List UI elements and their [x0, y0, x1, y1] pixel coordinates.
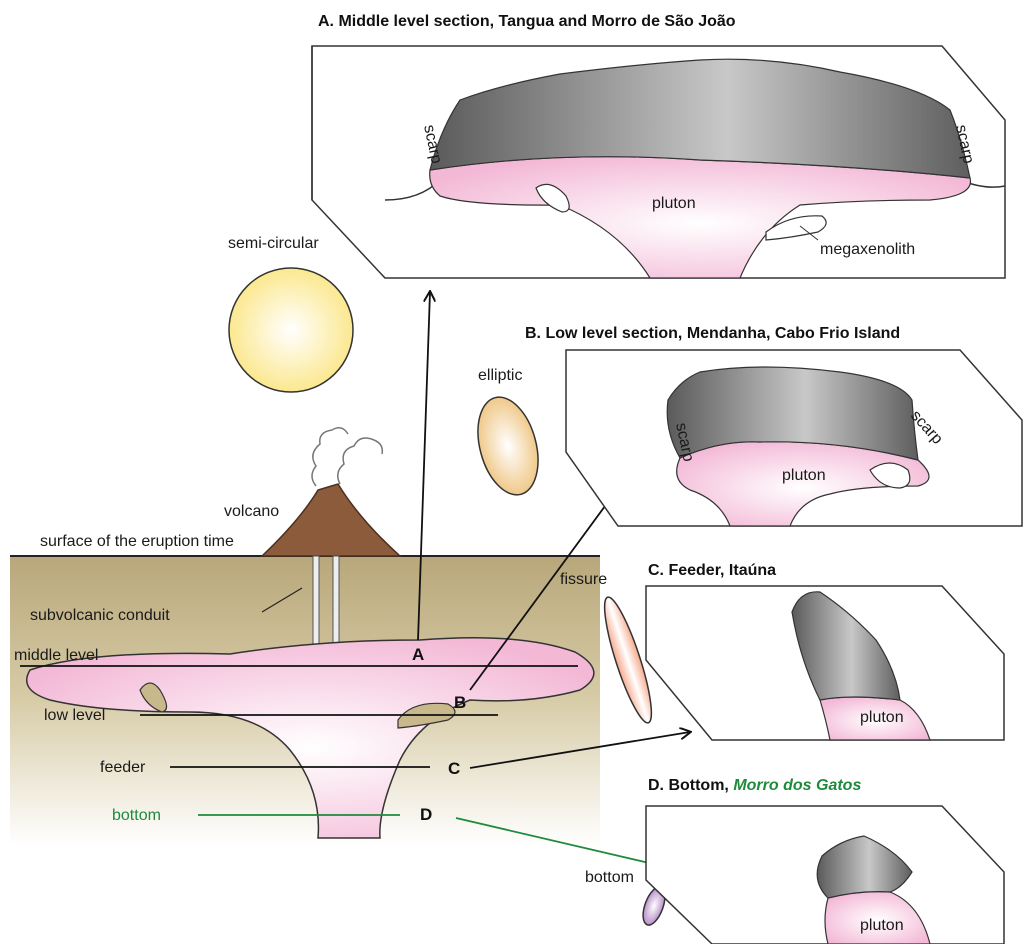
block-d: D. Bottom, Morro dos Gatos pluton: [646, 777, 1004, 944]
block-b-pluton-label: pluton: [782, 467, 826, 484]
subvolcanic-conduit-2: [333, 556, 339, 652]
volcano-cone: [262, 484, 400, 556]
semicircular-label: semi-circular: [228, 235, 319, 252]
block-c: C. Feeder, Itaúna pluton: [646, 562, 1004, 740]
letter-b: B: [454, 693, 466, 712]
block-c-title: C. Feeder, Itaúna: [648, 562, 776, 579]
feeder-label: feeder: [100, 759, 146, 776]
block-b-title: B. Low level section, Mendanha, Cabo Fri…: [525, 325, 900, 342]
block-d-title: D. Bottom, Morro dos Gatos: [648, 777, 861, 794]
block-a-pluton-label: pluton: [652, 195, 696, 212]
bottom-shape-label: bottom: [585, 869, 634, 886]
elliptic-shape: [468, 390, 548, 501]
subvolcanic-conduit: [313, 556, 319, 652]
middle-level-label: middle level: [14, 647, 98, 664]
block-a: A. Middle level section, Tangua and Morr…: [312, 13, 1005, 278]
block-d-pluton-label: pluton: [860, 917, 904, 934]
conduit-label: subvolcanic conduit: [30, 607, 170, 624]
letter-a: A: [412, 645, 424, 664]
letter-d: D: [420, 805, 432, 824]
fissure-label: fissure: [560, 571, 607, 588]
low-level-label: low level: [44, 707, 105, 724]
bottom-label: bottom: [112, 807, 161, 824]
block-a-title: A. Middle level section, Tangua and Morr…: [318, 13, 736, 30]
block-c-pluton-label: pluton: [860, 709, 904, 726]
volcano-smoke-right: [338, 438, 383, 484]
semicircular-shape: [229, 268, 353, 392]
surface-label: surface of the eruption time: [40, 533, 234, 550]
elliptic-label: elliptic: [478, 367, 522, 384]
block-b: B. Low level section, Mendanha, Cabo Fri…: [525, 325, 1022, 526]
volcano-label: volcano: [224, 503, 279, 520]
block-a-megaxenolith-label: megaxenolith: [820, 241, 915, 258]
letter-c: C: [448, 759, 460, 778]
